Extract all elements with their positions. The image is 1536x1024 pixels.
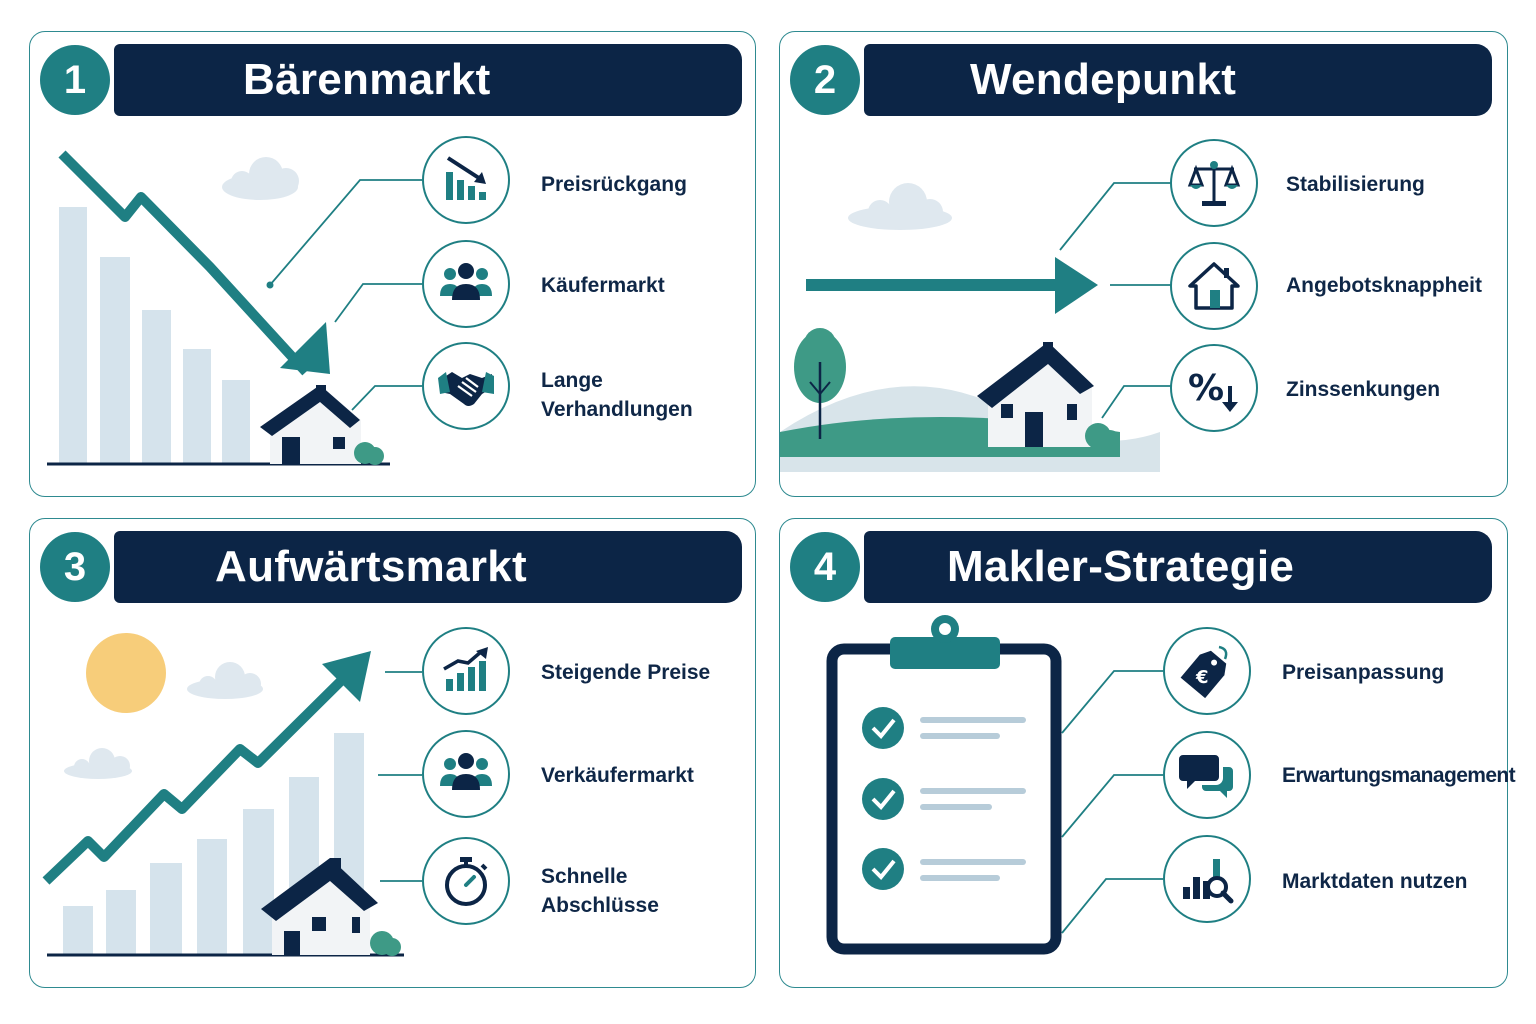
declining-bars [59,207,250,463]
bar-chart-down-icon [422,136,510,224]
stopwatch-icon [422,837,510,925]
speech-bubbles-icon [1163,731,1251,819]
item-label-marktdaten-nutzen: Marktdaten nutzen [1282,870,1468,893]
item-label-kaeufermarkt: Käufermarkt [541,274,665,297]
panel-title: Makler-Strategie [947,542,1295,591]
panel-baerenmarkt: 1 Bärenmarkt [29,31,756,497]
checklist-item [862,778,1026,820]
item-label-preisanpassung: Preisanpassung [1282,661,1445,684]
connector-line [1061,878,1163,934]
item-label-preisrueckgang: Preisrückgang [541,173,687,196]
panel-header: Makler-Strategie [864,531,1492,603]
panel-wendepunkt: 2 Wendepunkt [779,31,1508,497]
euro-price-tag-icon: € [1163,627,1251,715]
bar-chart-up-icon [422,627,510,715]
connector-line [1101,385,1172,419]
percent-down-icon: % [1170,344,1258,432]
svg-text:%: % [1188,368,1224,409]
checklist-item [862,707,1026,749]
cloud-icon [187,662,263,699]
panel-header: Bärenmarkt [114,44,742,116]
item-label-verkaeufermarkt: Verkäufermarkt [541,764,694,787]
panel-number-badge: 2 [790,45,860,115]
bull-market-illustration [42,633,422,957]
connector-line [1059,182,1172,251]
panel-makler-strategie: 4 Makler-Strategie € [779,518,1516,988]
cloud-icon [222,157,299,200]
item-label-angebotsknappheit: Angebotsknappheit [1286,274,1483,297]
handshake-icon [422,342,510,430]
house-icon [260,385,384,465]
panel-header: Wendepunkt [864,44,1492,116]
house-icon [1170,242,1258,330]
turning-point-illustration [780,182,1172,472]
house-icon [977,342,1120,450]
clipboard-checklist-illustration [826,615,1163,955]
connector-line [1061,670,1163,734]
bear-market-illustration [47,150,422,466]
svg-text:€: € [1195,667,1209,688]
cloud-icon [848,183,952,230]
panel-number-badge: 4 [790,532,860,602]
panel-number-badge: 3 [40,532,110,602]
up-trend-arrow [42,670,352,885]
item-label-stabilisierung: Stabilisierung [1286,173,1425,196]
connector-line [1061,774,1163,838]
checklist-item [862,848,1026,890]
down-trend-arrow [58,150,310,376]
panel-title: Wendepunkt [970,55,1237,104]
item-label-steigende-preise: Steigende Preise [541,661,711,684]
balance-scale-icon [1170,139,1258,227]
item-label-zinssenkungen: Zinssenkungen [1286,378,1441,401]
connector-line [269,179,422,286]
panel-title: Bärenmarkt [243,55,491,104]
panel-title: Aufwärtsmarkt [215,542,527,591]
house-icon [261,858,401,956]
tree-icon [794,328,846,439]
people-group-icon [422,240,510,328]
panel-number-badge: 1 [40,45,110,115]
connector-line [334,283,422,323]
sun-icon [86,633,166,713]
people-group-icon [422,730,510,818]
cloud-icon [64,748,132,779]
panel-aufwaertsmarkt: 3 Aufwärtsmarkt [29,518,756,988]
data-search-icon [1163,835,1251,923]
connector-line [351,385,422,411]
panel-header: Aufwärtsmarkt [114,531,742,603]
item-label-erwartungsmanagement: Erwartungsmanagement [1282,764,1516,787]
